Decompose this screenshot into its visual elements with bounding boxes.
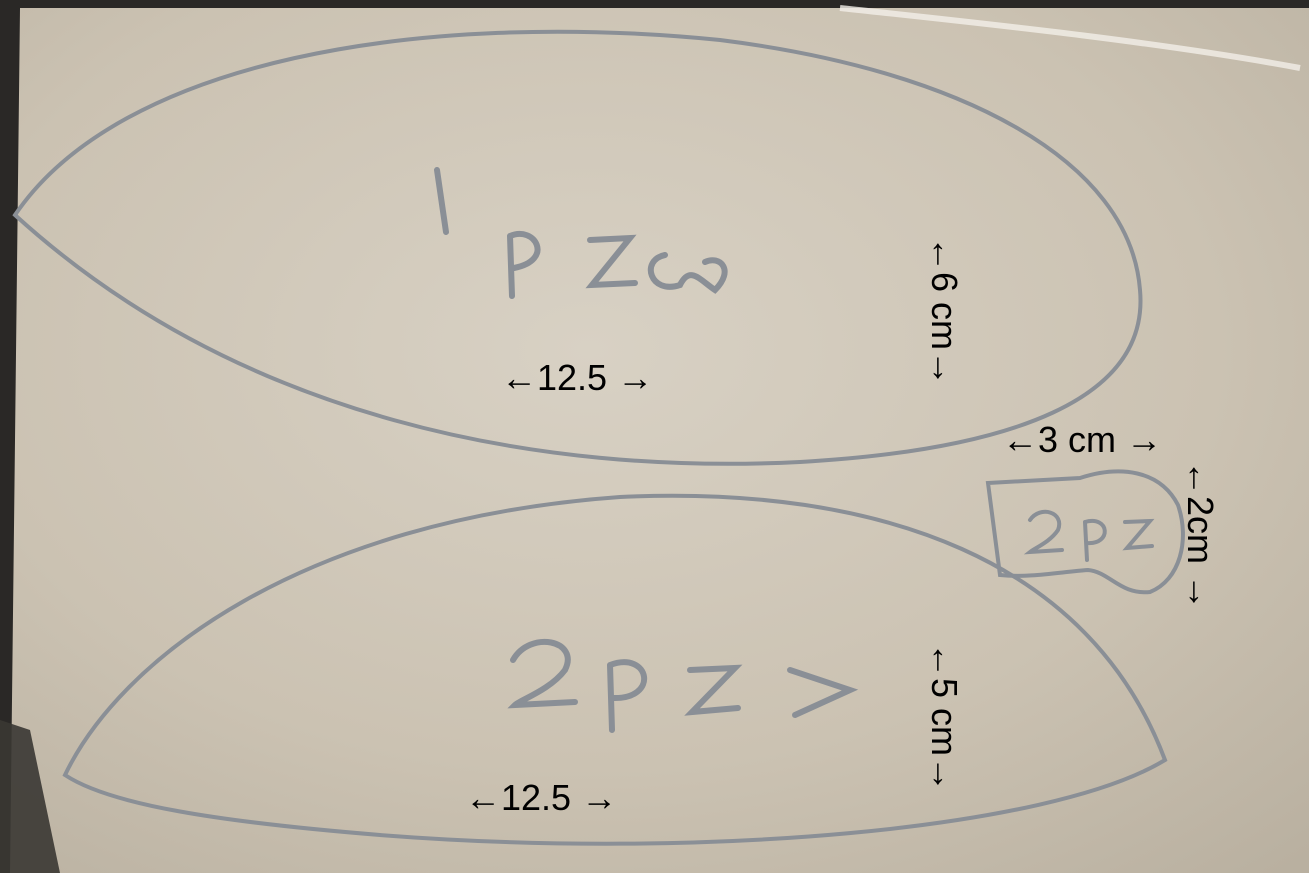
lower-leaf-piece-outline [62, 493, 1168, 846]
paper-wrinkle-top-right [839, 5, 1301, 71]
label-lower-height: ←5 cm→ [924, 642, 965, 793]
handwriting-1pzw [434, 167, 728, 299]
handwriting-2pz-small [1023, 509, 1155, 562]
label-lower-width: ←12.5 → [465, 777, 618, 818]
paper-dark-corner-bottom-left [0, 720, 60, 873]
label-small-width: ←3 cm → [1002, 419, 1163, 460]
small-tab-piece-outline [985, 469, 1185, 595]
label-large-height: ←6 cm→ [924, 236, 965, 387]
large-oval-piece-outline [12, 29, 1143, 466]
handwriting-2pz-lower [507, 639, 859, 733]
label-large-width: ←12.5 → [501, 357, 654, 398]
label-small-height: ←2cm → [1180, 460, 1221, 611]
